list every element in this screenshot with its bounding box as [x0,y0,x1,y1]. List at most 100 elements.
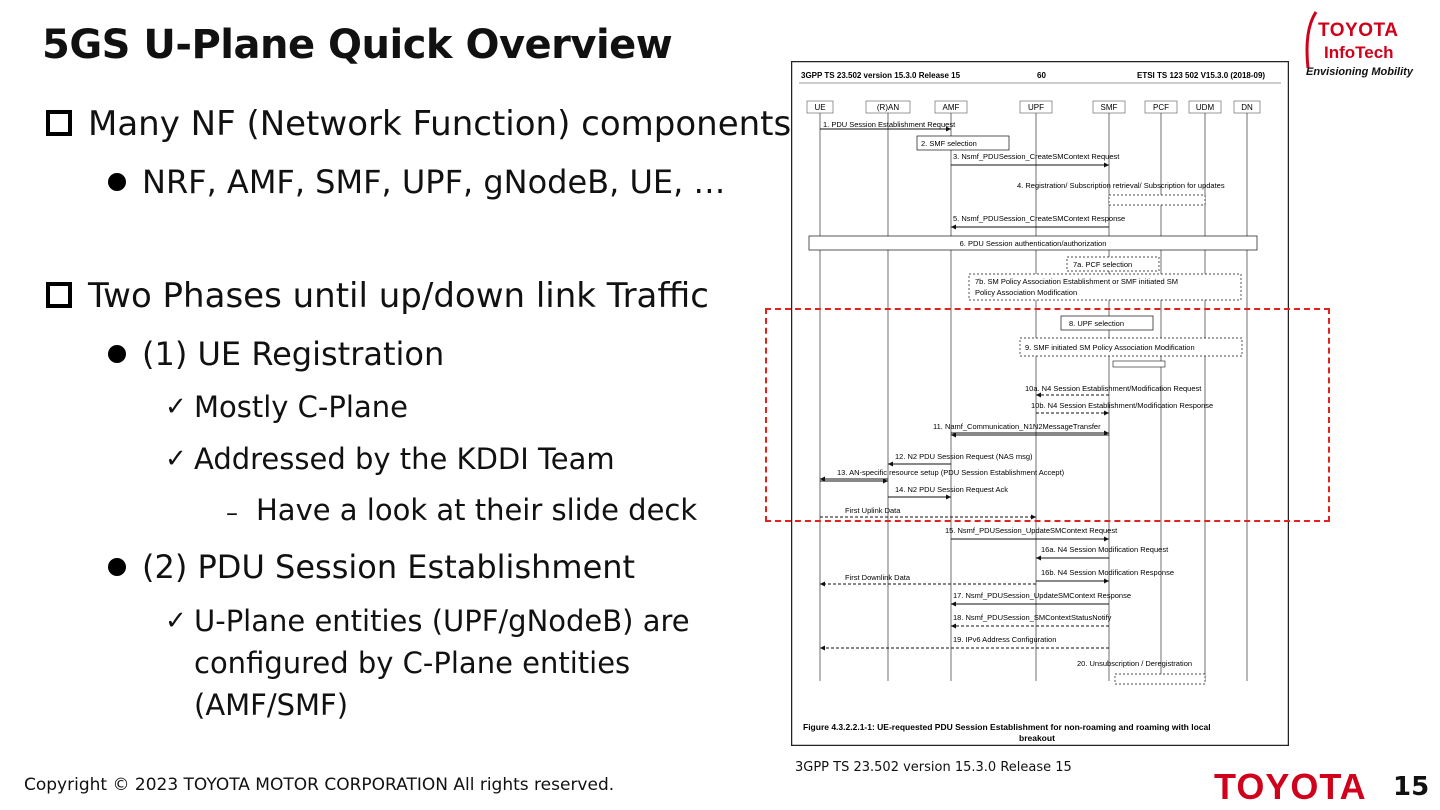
step-box [916,135,1010,151]
bullet-ue-registration: (1) UE Registration [142,335,445,373]
step-box [1019,337,1243,357]
step-label: 18. Nsmf_PDUSession_SMContextStatusNotif… [953,613,1112,622]
toyota-infotech-logo: TOYOTA InfoTech Envisioning Mobility [1302,10,1422,80]
arrowhead [951,623,956,629]
step-box [1066,256,1160,272]
logo-arc-icon [1305,11,1318,69]
bullet-slide-deck: Have a look at their slide deck [256,493,698,527]
entity-label: UDM [1196,103,1215,112]
checkmark-icon: ✓ [165,392,187,422]
step-label: 2. SMF selection [921,139,977,148]
step-label: 14. N2 PDU Session Request Ack [895,485,1008,494]
arrowhead [820,581,825,587]
square-bullet-icon [46,110,72,136]
step-label: 6. PDU Session authentication/authorizat… [960,239,1107,248]
arrowhead [888,461,893,467]
arrowhead [951,224,956,230]
step-label: 1. PDU Session Establishment Request [823,120,956,129]
step-label: First Uplink Data [845,506,901,515]
bullet-two-phases: Two Phases until up/down link Traffic [88,276,709,316]
figure-header-mid: 60 [1037,71,1046,80]
arrowhead [1036,392,1041,398]
step-label: 7b. SM Policy Association Establishment … [975,277,1178,286]
step-label: 9. SMF initiated SM Policy Association M… [1025,343,1195,352]
sequence-steps: 1. PDU Session Establishment Request 2. S… [808,120,1258,685]
step-label: 10b. N4 Session Establishment/Modificati… [1031,401,1213,410]
step-label: 16a. N4 Session Modification Request [1041,545,1169,554]
entity-label: UE [814,103,825,112]
checkmark-icon: ✓ [165,606,187,636]
figure-caption-line2: breakout [1019,733,1055,743]
bullet-uplane-line3: (AMF/SMF) [194,688,349,722]
entity-label: UPF [1028,103,1044,112]
figure-source: 3GPP TS 23.502 version 15.3.0 Release 15 [795,760,1072,775]
dash-bullet-icon: – [226,499,238,527]
arrowhead [883,478,888,484]
arrowhead [946,126,951,132]
step-label: 10a. N4 Session Establishment/Modificati… [1025,384,1202,393]
step-label: 20. Unsubscription / Deregistration [1077,659,1192,668]
step-box [1108,194,1206,206]
figure-caption-line1: Figure 4.3.2.2.1-1: UE-requested PDU Ses… [803,722,1211,732]
step-label: First Downlink Data [845,573,911,582]
checkmark-icon: ✓ [165,444,187,474]
entity-label: SMF [1101,103,1118,112]
step-box [968,273,1242,301]
step-box [1060,315,1154,331]
round-bullet-icon [108,558,126,576]
logo-line1: TOYOTA [1318,20,1399,41]
arrowhead [951,601,956,607]
step-label: 12. N2 PDU Session Request (NAS msg) [895,452,1033,461]
entity-label: DN [1241,103,1253,112]
round-bullet-icon [108,173,126,191]
figure-header-right: ETSI TS 123 502 V15.3.0 (2018-09) [1137,71,1265,80]
bullet-nf-list: NRF, AMF, SMF, UPF, gNodeB, UE, … [142,163,726,201]
square-bullet-icon [46,282,72,308]
entity-label: PCF [1153,103,1169,112]
figure-header-left: 3GPP TS 23.502 version 15.3.0 Release 15 [801,71,961,80]
arrowhead [1104,162,1109,168]
arrowhead [820,476,825,482]
bullet-kddi-team: Addressed by the KDDI Team [194,442,615,476]
slide-title: 5GS U-Plane Quick Overview [42,22,673,68]
step-label: Policy Association Modification [975,288,1077,297]
arrowhead [1036,555,1041,561]
step-label: 8. UPF selection [1069,319,1124,328]
arrowhead [1031,514,1036,520]
arrowhead [1104,430,1109,436]
step-label: 13. AN-specific resource setup (PDU Sess… [837,468,1065,477]
bullet-mostly-cplane: Mostly C-Plane [194,390,408,424]
step-label: 3. Nsmf_PDUSession_CreateSMContext Reque… [953,152,1120,161]
arrowhead [820,645,825,651]
page-number: 15 [1393,772,1430,802]
logo-line2: InfoTech [1324,43,1394,62]
step-box [1112,360,1166,368]
arrowhead [1104,536,1109,542]
step-label: 17. Nsmf_PDUSession_UpdateSMContext Resp… [953,591,1131,600]
round-bullet-icon [108,345,126,363]
step-label: 4. Registration/ Subscription retrieval/… [1017,181,1225,190]
arrowhead [951,432,956,438]
step-label: 16b. N4 Session Modification Response [1041,568,1174,577]
step-label: 5. Nsmf_PDUSession_CreateSMContext Respo… [953,214,1125,223]
bullet-uplane-line1: U-Plane entities (UPF/gNodeB) are [194,604,690,638]
logo-tagline: Envisioning Mobility [1306,66,1413,78]
highlight-box [765,308,1330,522]
lifelines: UE (R)AN AMF UPF SMF PCF UDM DN [806,100,1261,681]
step-label: 7a. PCF selection [1073,260,1132,269]
step-label: 19. IPv6 Address Configuration [953,635,1056,644]
entity-label: (R)AN [877,103,899,112]
toyota-footer-logo: TOYOTA [1214,766,1367,807]
step-label: 11. Namf_Communication_N1N2MessageTransf… [933,422,1101,431]
step-label: 15. Nsmf_PDUSession_UpdateSMContext Requ… [945,526,1118,535]
bullet-uplane-line2: configured by C-Plane entities [194,646,631,680]
sequence-diagram-figure: 3GPP TS 23.502 version 15.3.0 Release 15… [791,61,1289,746]
arrowhead [946,494,951,500]
copyright-text: Copyright © 2023 TOYOTA MOTOR CORPORATIO… [24,775,615,795]
bullet-nf-components: Many NF (Network Function) components [88,104,792,144]
entity-label: AMF [943,103,960,112]
arrowhead [1104,578,1109,584]
step-box [1114,673,1206,685]
arrowhead [1104,410,1109,416]
bullet-pdu-session: (2) PDU Session Establishment [142,548,636,586]
